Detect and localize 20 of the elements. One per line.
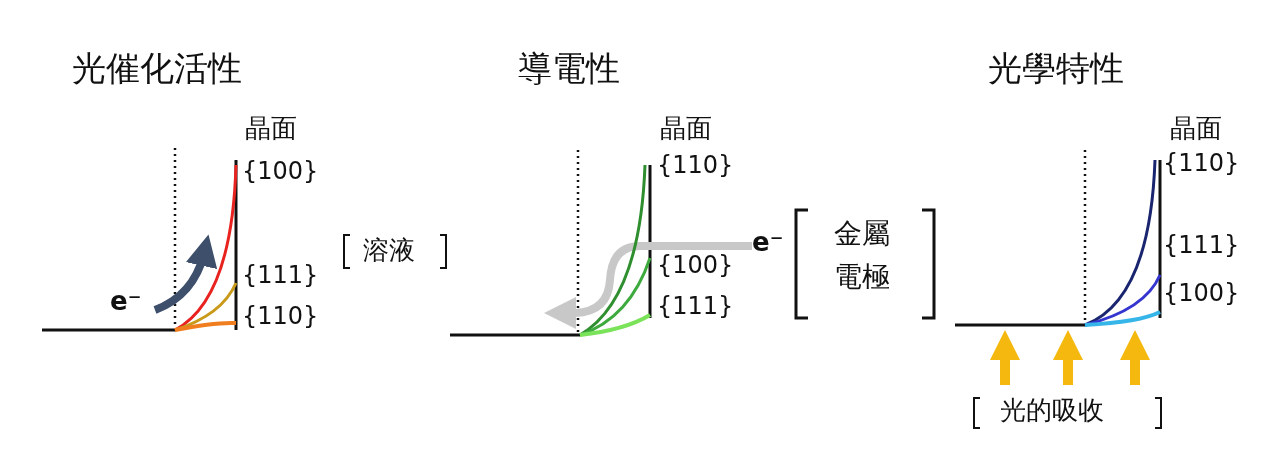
facet-label: {100}: [657, 252, 734, 279]
facet-heading: 晶面: [660, 114, 712, 143]
facet-label: {110}: [1163, 150, 1240, 177]
facet-heading: 晶面: [1170, 114, 1222, 143]
electron-label: e⁻: [110, 287, 142, 316]
facet-label: {111}: [657, 293, 734, 320]
panel-title: 光催化活性: [72, 50, 242, 88]
medium-label: 溶液: [363, 236, 415, 265]
facet-label: {110}: [657, 152, 734, 179]
facet-label: {100}: [242, 158, 319, 185]
panel-title: 光學特性: [988, 50, 1124, 88]
medium-label: 光的吸收: [1000, 396, 1104, 425]
electron-label: e⁻: [752, 228, 784, 257]
facet-label: {110}: [242, 303, 319, 330]
facet-label: {111}: [242, 262, 319, 289]
facet-label: {111}: [1163, 232, 1240, 259]
medium-label: 金屬電極: [834, 216, 891, 296]
panel-title: 導電性: [518, 50, 620, 88]
facet-label: {100}: [1163, 280, 1240, 307]
facet-heading: 晶面: [245, 114, 297, 143]
